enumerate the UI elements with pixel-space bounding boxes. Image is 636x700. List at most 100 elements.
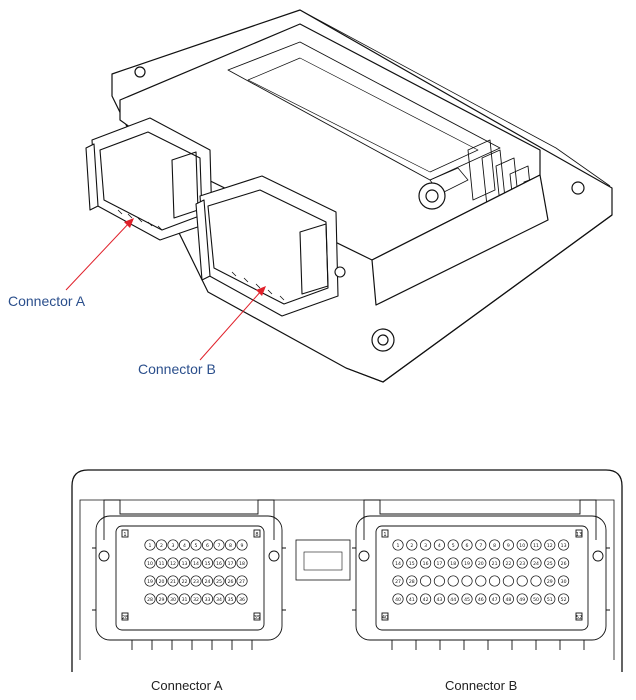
connector-b-pin-number: 13 bbox=[561, 543, 567, 549]
connector-a-pin-number: 10 bbox=[147, 561, 153, 567]
connector-b-pin-number: 6 bbox=[466, 543, 469, 549]
connector-b-pin-number: 21 bbox=[492, 561, 498, 567]
connector-a-pin-hole bbox=[236, 575, 248, 587]
connector-b-pin-hole bbox=[406, 557, 418, 569]
connector-b-pin-number: 15 bbox=[409, 561, 415, 567]
connector-a-pin-number: 27 bbox=[239, 579, 245, 585]
connector-b-pin-number: 3 bbox=[424, 543, 427, 549]
connector-a-pin-hole bbox=[155, 575, 168, 587]
connector-a-pin-number: 36 bbox=[239, 597, 245, 603]
connector-b-pin-number: 49 bbox=[519, 597, 525, 603]
connector-b-pin-number: 19 bbox=[464, 561, 470, 567]
connector-b-pin-number: 12 bbox=[547, 543, 553, 549]
connector-b-pin-hole bbox=[447, 557, 459, 569]
connector-b-pin-hole bbox=[420, 575, 432, 587]
connector-b-pin-hole bbox=[489, 539, 501, 551]
connector-a-corner-label: 8 bbox=[255, 532, 258, 538]
connector-a-pin-number: 35 bbox=[228, 597, 234, 603]
connector-b-pin-hole bbox=[433, 575, 445, 587]
connector-b-pin-number: 9 bbox=[507, 543, 510, 549]
connector-b-pin-hole bbox=[516, 557, 528, 569]
connector-a-pin-hole bbox=[178, 539, 191, 551]
connector-b-pin-number: 45 bbox=[464, 597, 470, 603]
connector-a-pin-hole bbox=[236, 539, 248, 551]
connector-b-corner-label: 1 bbox=[383, 532, 386, 538]
connector-b-pin-number: 47 bbox=[492, 597, 498, 603]
connector-a-pin-number: 5 bbox=[195, 543, 198, 549]
iso-connector-b bbox=[195, 175, 346, 317]
connector-b-pin-hole bbox=[558, 557, 570, 569]
connector-b-pin-hole bbox=[461, 539, 473, 551]
connector-a-pin-hole bbox=[155, 557, 168, 569]
connector-b-pin-number: 52 bbox=[561, 597, 567, 603]
connector-a-pin-number: 13 bbox=[182, 561, 188, 567]
connector-b-pin-number: 5 bbox=[452, 543, 455, 549]
connector-a-pin-hole bbox=[178, 593, 191, 605]
connector-a-corner-label: 1 bbox=[123, 532, 126, 538]
connector-a-pin-number: 24 bbox=[205, 579, 211, 585]
connector-a-pin-number: 2 bbox=[160, 543, 163, 549]
connector-b-pin-hole bbox=[558, 539, 570, 551]
connector-a-pin-hole bbox=[144, 539, 156, 551]
connector-b-pin-hole bbox=[516, 539, 528, 551]
connector-a-pin-hole bbox=[213, 557, 225, 569]
connector-b-pin-hole bbox=[530, 593, 542, 605]
front-connector-b bbox=[352, 499, 610, 650]
connector-b-pin-number: 27 bbox=[395, 579, 401, 585]
connector-b-pin-hole bbox=[447, 539, 459, 551]
connector-b-pin-number: 46 bbox=[478, 597, 484, 603]
connector-b-pin-number: 26 bbox=[561, 561, 567, 567]
connector-b-pin-hole bbox=[461, 593, 473, 605]
connector-b-pin-hole bbox=[558, 575, 570, 587]
connector-a-pin-hole bbox=[213, 593, 225, 605]
connector-a-pin-number: 34 bbox=[216, 597, 222, 603]
arrowhead-b bbox=[256, 286, 266, 296]
connector-a-pin-hole bbox=[201, 575, 214, 587]
connector-a-pin-number: 18 bbox=[239, 561, 245, 567]
connector-a-pin-number: 30 bbox=[170, 597, 176, 603]
connector-b-pin-hole bbox=[392, 575, 404, 587]
connector-b-pin-hole bbox=[544, 575, 556, 587]
connector-b-pin-number: 30 bbox=[561, 579, 567, 585]
connector-b-pin-hole bbox=[544, 539, 556, 551]
connector-a-pin-number: 14 bbox=[193, 561, 199, 567]
connector-a-pin-number: 32 bbox=[193, 597, 199, 603]
connector-a-pin-number: 6 bbox=[206, 543, 209, 549]
connector-b-pin-hole bbox=[447, 593, 459, 605]
front-bridge bbox=[295, 539, 351, 581]
connector-b-pin-hole bbox=[516, 593, 528, 605]
connector-a-pin-number: 33 bbox=[205, 597, 211, 603]
connector-b-pin-hole bbox=[516, 575, 528, 587]
connector-a-pin-number: 22 bbox=[182, 579, 188, 585]
connector-b-pin-number: 48 bbox=[505, 597, 511, 603]
connector-a-pin-number: 26 bbox=[228, 579, 234, 585]
connector-a-pin-hole bbox=[224, 593, 237, 605]
connector-b-pin-number: 20 bbox=[478, 561, 484, 567]
connector-a-pin-number: 8 bbox=[229, 543, 232, 549]
connector-a-callout-label: Connector A bbox=[8, 293, 86, 309]
ecu-isometric-view bbox=[85, 9, 613, 383]
connector-b-pin-number: 4 bbox=[438, 543, 441, 549]
connector-b-pin-hole bbox=[447, 575, 459, 587]
connector-a-pin-number: 17 bbox=[228, 561, 234, 567]
connector-b-pin-hole bbox=[558, 593, 570, 605]
connector-b-pin-number: 42 bbox=[423, 597, 429, 603]
connector-a-pin-number: 16 bbox=[216, 561, 222, 567]
connector-b-pin-number: 51 bbox=[547, 597, 553, 603]
front-outline bbox=[71, 469, 623, 672]
connector-a-pin-hole bbox=[190, 593, 202, 605]
connector-a-corner-label: 35 bbox=[254, 615, 260, 621]
ecu-front-view bbox=[71, 469, 623, 672]
connector-a-pin-hole bbox=[190, 575, 202, 587]
connector-a-pin-hole bbox=[213, 575, 225, 587]
connector-b-corner-label: 13 bbox=[576, 532, 582, 538]
connector-b-pin-hole bbox=[461, 557, 473, 569]
connector-b-pin-number: 43 bbox=[436, 597, 442, 603]
connector-b-corner-label: 40 bbox=[382, 615, 388, 621]
connector-a-pin-number: 23 bbox=[193, 579, 199, 585]
connector-b-pin-number: 8 bbox=[493, 543, 496, 549]
connector-b-pin-hole bbox=[475, 593, 487, 605]
